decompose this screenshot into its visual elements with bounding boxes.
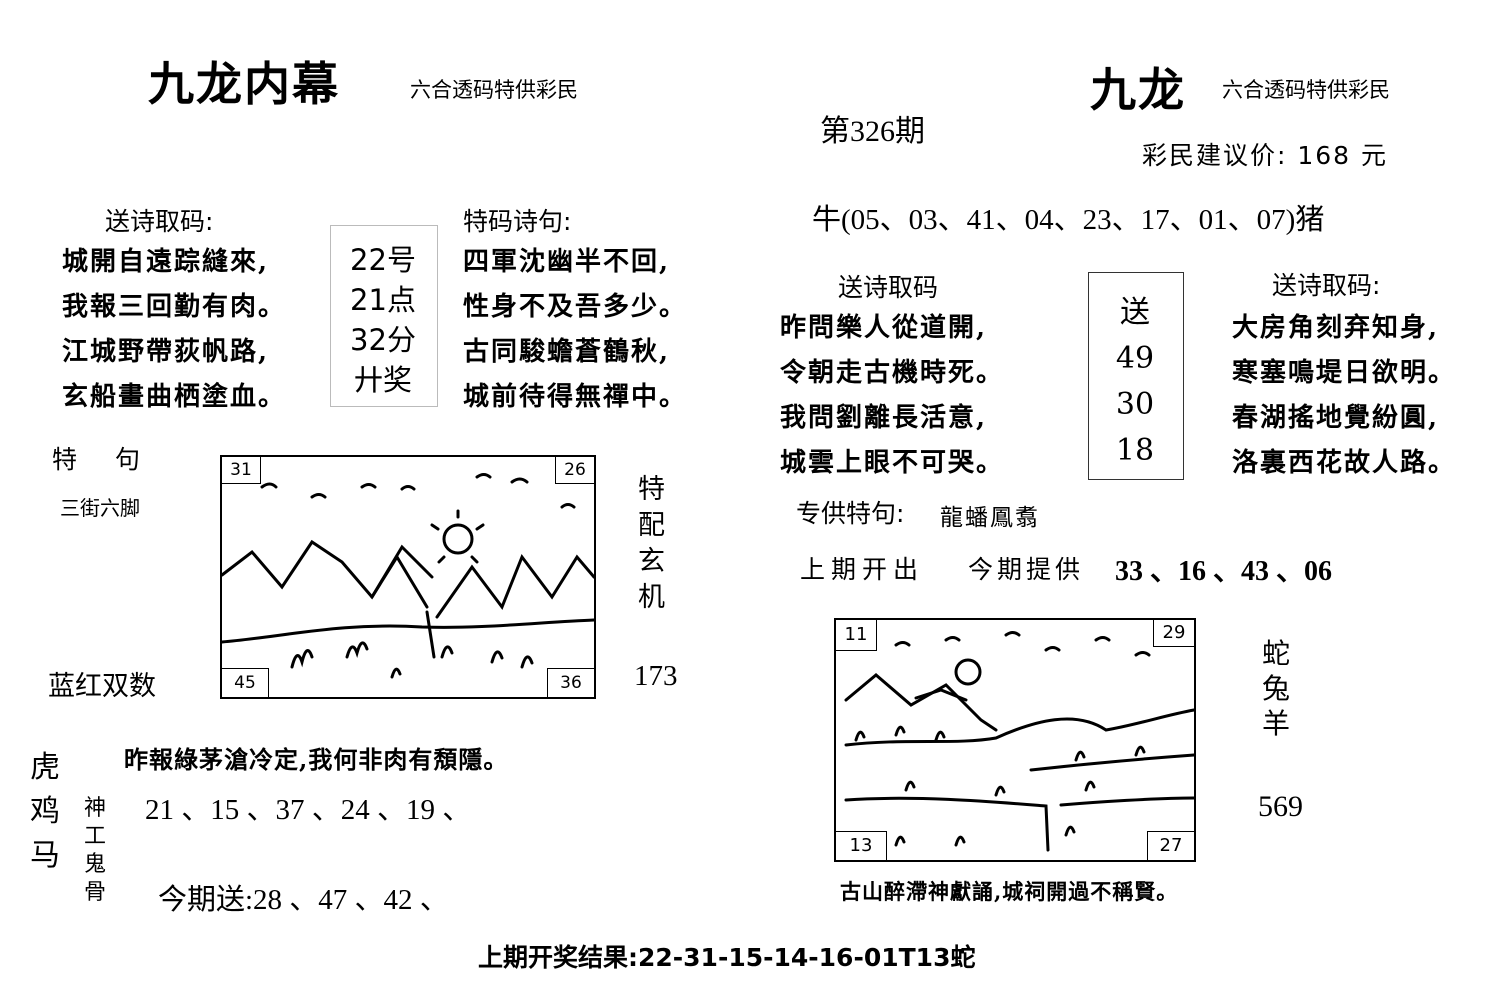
right-caption: 古山醉滯神獻誦,城祠開過不稱賢。 bbox=[840, 879, 1179, 904]
poem-line: 性身不及吾多少。 bbox=[463, 292, 688, 322]
last-draw-result: 上期开奖结果:22-31-15-14-16-01T13蛇 bbox=[478, 943, 976, 972]
corner-number: 26 bbox=[555, 457, 594, 484]
left-shengong-label: 神 工 鬼 骨 bbox=[84, 796, 107, 905]
poem-line: 我報三回勤有肉。 bbox=[62, 292, 287, 322]
right-landscape-drawing bbox=[844, 631, 1196, 852]
left-side-label: 蓝红双数 bbox=[48, 671, 156, 702]
left-vertical-label: 特 配 玄 机 bbox=[638, 474, 665, 613]
corner-number: 45 bbox=[222, 668, 269, 697]
left-zodiac-vertical: 虎 鸡 马 bbox=[30, 750, 60, 873]
corner-number: 27 bbox=[1147, 831, 1194, 860]
left-landscape-picture: 31 26 45 36 bbox=[220, 455, 596, 699]
right-side-number: 569 bbox=[1258, 790, 1303, 823]
corner-number: 31 bbox=[222, 457, 261, 484]
right-poem-b-header: 送诗取码: bbox=[1272, 271, 1381, 300]
corner-number: 13 bbox=[836, 831, 887, 860]
left-poem-b-header: 特码诗句: bbox=[463, 207, 572, 236]
poem-line: 城雲上眼不可哭。 bbox=[780, 448, 1005, 478]
code-item: 21点 bbox=[350, 283, 416, 317]
left-poem-a-header: 送诗取码: bbox=[105, 207, 214, 236]
corner-number: 36 bbox=[547, 668, 594, 697]
poem-line: 玄船畫曲栖塗血。 bbox=[62, 382, 287, 412]
send-item: 18 bbox=[1115, 433, 1155, 468]
left-code-box bbox=[330, 225, 438, 407]
poem-line: 昨問樂人從道開, bbox=[780, 313, 988, 343]
poem-line: 大房角刻弃知身, bbox=[1232, 313, 1440, 343]
corner-number: 11 bbox=[836, 620, 877, 651]
left-special-value: 三街六脚 bbox=[60, 496, 140, 520]
right-poem-b: 大房角刻弃知身, 寒塞鳴堤日欲明。 春湖搖地覺紛圓, 洛裏西花故人路。 bbox=[1232, 306, 1456, 486]
right-zodiac-vertical: 蛇 兔 羊 bbox=[1262, 637, 1291, 740]
code-item: 32分 bbox=[350, 323, 416, 357]
right-send-box bbox=[1088, 272, 1184, 480]
left-poem-b: 四軍沈幽半不回, 性身不及吾多少。 古同駿蟾蒼鶴秋, 城前待得無禪中。 bbox=[463, 240, 687, 420]
poem-line: 城前待得無禪中。 bbox=[463, 382, 688, 412]
poem-line: 古同駿蟾蒼鶴秋, bbox=[463, 337, 671, 367]
left-landscape-drawing bbox=[220, 473, 596, 679]
poem-line: 江城野帶荻帆路, bbox=[62, 337, 270, 367]
right-special-value: 龍蟠鳳翥 bbox=[940, 505, 1040, 531]
left-code-list: 22号 21点 32分 廾奖 bbox=[330, 240, 436, 400]
left-poem-a: 城開自遠踪縫來, 我報三回勤有肉。 江城野帶荻帆路, 玄船畫曲栖塗血。 bbox=[62, 240, 286, 420]
right-subtitle: 六合透码特供彩民 bbox=[1222, 78, 1390, 102]
poem-line: 我問劉離長活意, bbox=[780, 403, 988, 433]
niu-zhu-numbers: 牛(05、03、41、04、23、17、01、07)猪 bbox=[812, 204, 1325, 236]
left-side-number: 173 bbox=[634, 660, 678, 692]
last-issue-label: 上期开出 bbox=[800, 555, 925, 584]
poem-line: 城開自遠踪縫來, bbox=[62, 247, 270, 277]
right-send-list: 送 49 30 18 bbox=[1088, 290, 1182, 474]
corner-number: 29 bbox=[1153, 620, 1194, 647]
poem-line: 洛裏西花故人路。 bbox=[1232, 448, 1457, 478]
issue-number: 第326期 bbox=[820, 115, 925, 148]
right-poem-a-header: 送诗取码 bbox=[838, 273, 939, 302]
poem-line: 春湖搖地覺紛圓, bbox=[1232, 403, 1440, 433]
right-special-label: 专供特句: bbox=[796, 499, 905, 528]
this-issue-numbers: 33 、16 、43 、06 bbox=[1115, 556, 1333, 587]
left-special-label: 特 句 bbox=[52, 445, 140, 474]
left-subtitle: 六合透码特供彩民 bbox=[410, 78, 578, 102]
poem-line: 四軍沈幽半不回, bbox=[463, 247, 671, 277]
right-landscape-picture: 11 29 13 27 bbox=[834, 618, 1196, 862]
send-item: 送 bbox=[1120, 295, 1150, 330]
send-item: 49 bbox=[1115, 341, 1155, 376]
this-issue-label: 今期提供 bbox=[968, 555, 1085, 584]
poem-line: 令朝走古機時死。 bbox=[780, 358, 1005, 388]
code-item: 廾奖 bbox=[353, 363, 412, 397]
code-item: 22号 bbox=[350, 243, 416, 277]
left-number-row: 21 、15 、37 、24 、19 、 bbox=[145, 794, 472, 826]
left-bottom-line: 昨報綠茅滄冷定,我何非肉有頽隱。 bbox=[124, 745, 509, 774]
poem-line: 寒塞鳴堤日欲明。 bbox=[1232, 358, 1457, 388]
right-title: 九龙 bbox=[1090, 63, 1186, 117]
left-title: 九龙内幕 bbox=[148, 57, 340, 111]
send-item: 30 bbox=[1115, 387, 1155, 422]
left-today-send: 今期送:28 、47 、42 、 bbox=[158, 884, 449, 916]
suggested-price: 彩民建议价: 168 元 bbox=[1142, 141, 1389, 170]
right-poem-a: 昨問樂人從道開, 令朝走古機時死。 我問劉離長活意, 城雲上眼不可哭。 bbox=[780, 306, 1004, 486]
